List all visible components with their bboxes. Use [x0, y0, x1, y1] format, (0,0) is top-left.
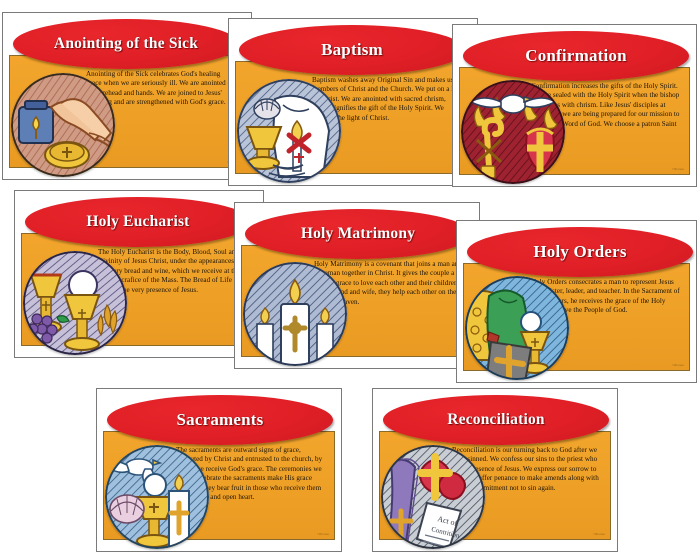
card-baptism[interactable]: Baptism washes away Original Sin and mak…	[228, 18, 478, 186]
card-title: Anointing of the Sick	[53, 35, 199, 52]
card-title: Baptism	[321, 40, 383, 59]
card-credit: ©Diocese	[317, 533, 329, 536]
card-body-text: Baptism washes away Original Sin and mak…	[312, 76, 461, 122]
card-body-text: The sacraments are outward signs of grac…	[176, 446, 323, 502]
card-body-text: Reconciliation is our turning back to Go…	[452, 446, 599, 492]
card-holy-eucharist[interactable]: The Holy Eucharist is the Body, Blood, S…	[14, 190, 264, 358]
card-body-text: Holy Orders consecrates a man to represe…	[531, 278, 680, 315]
card-body-text: Anointing of the Sick celebrates God's h…	[86, 70, 235, 107]
illustration-oil-stock-candle-and-ring	[11, 73, 115, 177]
illustration-green-chasuble-bible-chalice-host	[465, 276, 569, 380]
card-title-banner: Confirmation	[463, 31, 689, 81]
illustration-purple-stole-sacred-heart-act-of-contrition: Act of Contrition	[381, 445, 485, 549]
card-title: Sacraments	[176, 410, 264, 429]
card-title: Holy Orders	[533, 242, 627, 261]
card-sacraments[interactable]: The sacraments are outward signs of grac…	[96, 388, 342, 552]
card-holy-orders[interactable]: Holy Orders consecrates a man to represe…	[456, 220, 697, 383]
card-anointing-of-the-sick[interactable]: Anointing of the Sick celebrates God's h…	[2, 12, 252, 180]
illustration-dove-flames-crozier-mitre	[461, 80, 565, 184]
illustration-unity-candle-with-cross	[243, 262, 347, 366]
card-credit: ©Diocese	[672, 168, 684, 171]
card-body-text: The Holy Eucharist is the Body, Blood, S…	[98, 248, 246, 294]
card-title-banner: Holy Eucharist	[25, 197, 251, 247]
card-title: Holy Eucharist	[86, 213, 190, 230]
card-credit: ©Diocese	[672, 364, 684, 367]
card-confirmation[interactable]: Confirmation increases the gifts of the …	[452, 24, 697, 187]
card-reconciliation[interactable]: Reconciliation is our turning back to Go…	[372, 388, 618, 552]
illustration-shell-water-chalice-white-garment-candle	[237, 79, 341, 183]
card-title-banner: Anointing of the Sick	[13, 19, 239, 69]
card-title-banner: Holy Matrimony	[245, 209, 471, 259]
card-credit: ©Diocese	[593, 533, 605, 536]
illustration-chalice-host-grapes-wheat	[23, 251, 127, 355]
card-title: Reconciliation	[447, 411, 545, 428]
card-title-banner: Reconciliation	[383, 395, 609, 445]
illustration-dove-shell-chalice-host-candle	[105, 445, 209, 549]
card-title: Confirmation	[525, 46, 627, 65]
card-title-banner: Holy Orders	[467, 227, 693, 277]
card-title-banner: Baptism	[239, 25, 465, 75]
card-title-banner: Sacraments	[107, 395, 333, 445]
card-holy-matrimony[interactable]: Holy Matrimony is a covenant that joins …	[234, 202, 480, 369]
card-title: Holy Matrimony	[300, 225, 416, 242]
